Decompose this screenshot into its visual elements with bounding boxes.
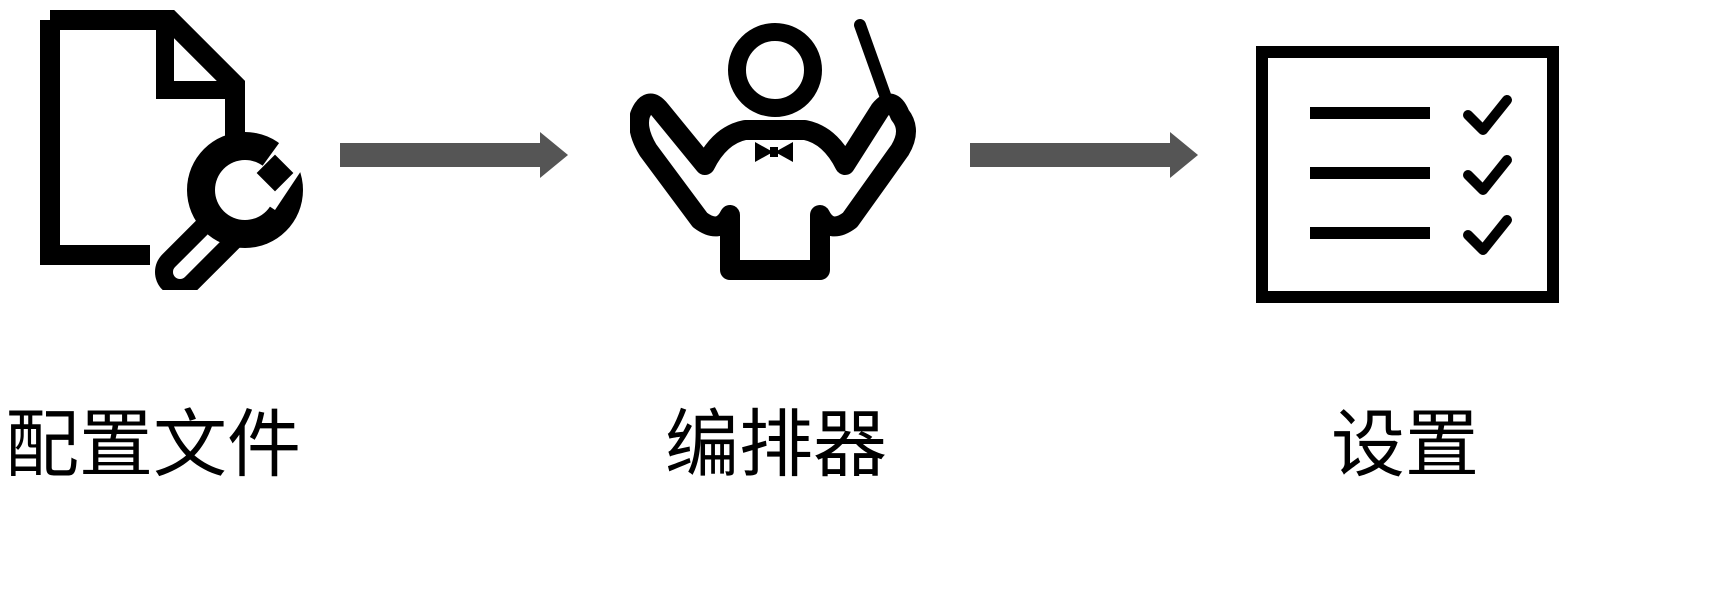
conductor-icon [630,19,916,280]
node-label-settings: 设置 [1331,402,1479,488]
node-label-config-file: 配置文件 [5,402,301,488]
arrow-2 [970,132,1198,178]
file-wrench-icon [40,10,315,290]
arrow-1 [340,132,568,178]
checklist-icon [1256,46,1559,303]
node-label-orchestrator: 编排器 [665,402,887,488]
